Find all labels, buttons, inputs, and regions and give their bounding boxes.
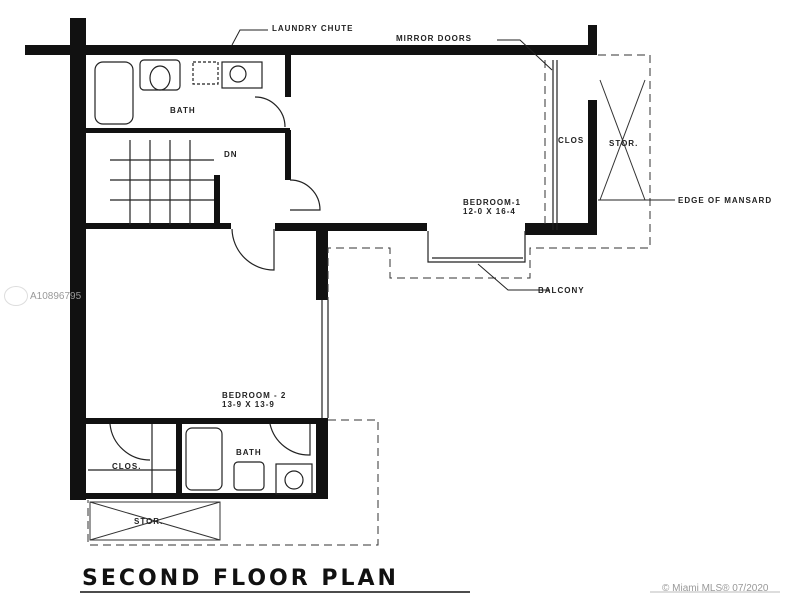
mirror-doors: [552, 60, 558, 230]
leader-lines: [231, 29, 675, 291]
stair-wall: [86, 223, 231, 229]
label-bath-bottom: BATH: [236, 448, 262, 457]
label-balcony: BALCONY: [538, 286, 585, 295]
bedroom1-bottom-right-wall: [525, 223, 597, 235]
door-swing-closet: [109, 423, 151, 461]
label-stor-bottom: STOR.: [134, 517, 164, 526]
label-clos-right: CLOS: [558, 136, 585, 145]
label-stor-right: STOR.: [609, 139, 639, 148]
hall-wall: [285, 130, 291, 180]
sink-bottom: [275, 463, 313, 495]
door-swing-bath: [254, 96, 286, 128]
copyright-watermark: © Miami MLS® 07/2020: [662, 583, 769, 594]
bedroom2-right-wall-bottom: [316, 418, 328, 498]
mls-logo-icon: [4, 286, 28, 306]
sink-top: [221, 61, 263, 89]
balcony: [427, 231, 526, 263]
left-wall: [70, 18, 86, 500]
stair-side-wall: [214, 175, 220, 225]
plan-title: SECOND FLOOR PLAN: [82, 566, 399, 591]
mansard-edge: [327, 54, 651, 300]
bedroom1-name: BEDROOM-1: [463, 198, 521, 207]
label-laundry-chute: LAUNDRY CHUTE: [272, 24, 354, 33]
top-right-wall: [588, 25, 597, 55]
bathtub-top: [94, 61, 134, 125]
listing-id: A10896795: [30, 290, 82, 302]
top-wall: [25, 45, 595, 55]
bath-divider-wall: [176, 418, 182, 498]
stairs: [110, 140, 214, 225]
label-bath-top: BATH: [170, 106, 196, 115]
listing-watermark: A10896795: [4, 286, 81, 306]
toilet-top: [139, 59, 181, 91]
label-edge-of-mansard: EDGE OF MANSARD: [678, 196, 773, 205]
door-swing-bath-bottom: [269, 423, 311, 456]
laundry-chute: [192, 61, 219, 85]
bedroom1-size: 12-0 X 16-4: [463, 207, 516, 216]
bath-side-wall: [285, 55, 291, 97]
bedroom2-name: BEDROOM - 2: [222, 391, 287, 400]
bedroom1-bottom-wall: [275, 223, 427, 231]
closet: [88, 424, 176, 493]
bedroom2-right-wall-top: [316, 230, 328, 300]
label-dn: DN: [224, 150, 238, 159]
door-swing-bedroom2: [231, 228, 275, 271]
label-mirror-doors: MIRROR DOORS: [396, 34, 472, 43]
bathtub-bottom: [185, 427, 223, 491]
stor-bottom-outline: [87, 419, 379, 546]
label-clos-bottom: CLOS.: [112, 462, 142, 471]
fixtures: [88, 59, 558, 495]
door-swing-bedroom1: [289, 179, 321, 211]
walls: [25, 18, 597, 500]
bath-wall: [86, 128, 290, 133]
bedroom2-bottom-wall: [86, 418, 318, 424]
right-wall: [588, 100, 597, 235]
window-bedroom2: [321, 300, 329, 418]
stor-crosses: [89, 79, 646, 541]
toilet-bottom: [233, 461, 265, 491]
dashed-outlines: [87, 54, 651, 546]
bottom-wall: [70, 493, 328, 499]
bedroom2-size: 13-9 X 13-9: [222, 400, 275, 409]
